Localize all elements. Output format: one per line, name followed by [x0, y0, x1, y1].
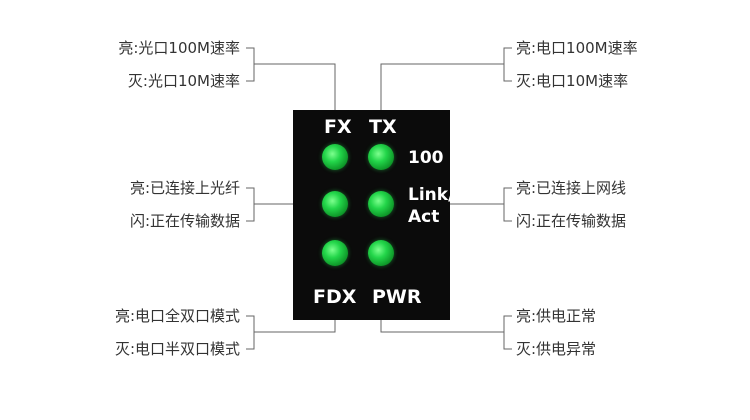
tx-off-label: 灭:电口10M速率 — [516, 72, 629, 90]
fdx-off-label: 灭:电口半双口模式 — [114, 340, 240, 358]
fdx-label: FDX — [313, 286, 357, 308]
fiber-link-led — [322, 191, 348, 217]
net-link-led — [368, 191, 394, 217]
tx-led — [368, 144, 394, 170]
link-label: Link/ — [408, 185, 455, 205]
fiber-link-blink-label: 闪:正在传输数据 — [129, 212, 240, 230]
pwr-led — [368, 240, 394, 266]
fx-off-label: 灭:光口10M速率 — [127, 72, 240, 90]
link-act-label: Link/ Act — [408, 184, 454, 228]
fdx-on-label: 亮:电口全双口模式 — [114, 307, 240, 325]
tx-on-label: 亮:电口100M速率 — [516, 39, 638, 57]
fdx-led — [322, 240, 348, 266]
led-panel: FX TX 100 Link/ Act FDX PWR — [293, 110, 454, 320]
fx-label: FX — [324, 116, 352, 138]
act-label: Act — [408, 207, 440, 227]
fx-led — [322, 144, 348, 170]
fx-on-label: 亮:光口100M速率 — [118, 39, 240, 57]
fiber-link-on-label: 亮:已连接上光纤 — [129, 179, 240, 197]
speed-100-label: 100 — [408, 148, 444, 168]
pwr-off-label: 灭:供电异常 — [516, 340, 597, 358]
net-link-on-label: 亮:已连接上网线 — [516, 179, 627, 197]
pwr-label: PWR — [372, 286, 422, 308]
net-link-blink-label: 闪:正在传输数据 — [516, 212, 627, 230]
pwr-on-label: 亮:供电正常 — [516, 307, 597, 325]
tx-label: TX — [369, 116, 397, 138]
